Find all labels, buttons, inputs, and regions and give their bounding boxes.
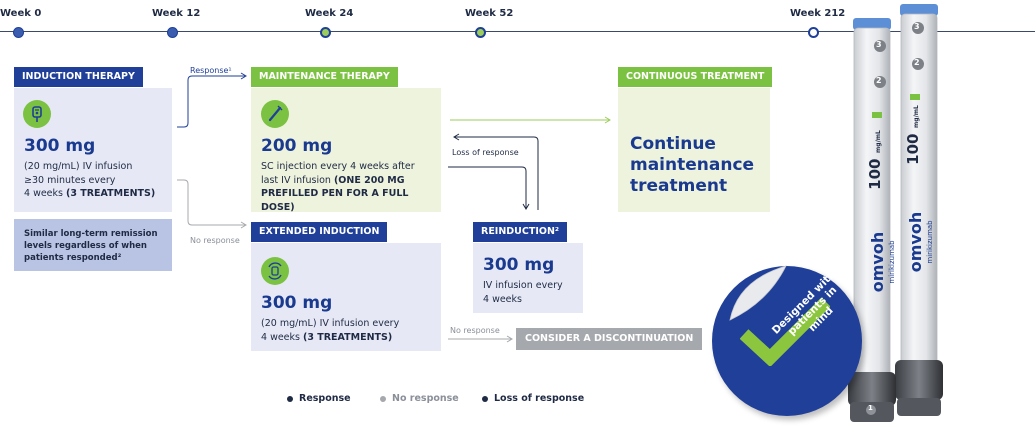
maintenance-dose: 200 mg <box>261 136 332 156</box>
induction-line-3-prefix: 4 weeks <box>24 188 66 199</box>
loss-of-response-label: Loss of response <box>452 148 519 157</box>
induction-description: (20 mg/mL) IV infusion ≥30 minutes every… <box>24 160 155 201</box>
timeline-node-212 <box>808 27 819 38</box>
extended-line-2: 4 weeks (3 TREATMENTS) <box>261 331 399 345</box>
remission-note-text: Similar long-term remission levels regar… <box>24 228 162 264</box>
response-label: Response¹ <box>190 66 232 75</box>
continuous-box: Continue maintenance treatment <box>618 88 770 212</box>
maintenance-line-3: PREFILLED PEN FOR A FULL DOSE) <box>261 187 441 214</box>
iv-bag-icon <box>23 100 51 128</box>
pen-number-1: 1 <box>868 404 873 412</box>
badge-peel-corner <box>720 262 790 322</box>
legend-response-dot <box>287 396 293 402</box>
induction-line-2: ≥30 minutes every <box>24 174 155 188</box>
legend-response: Response <box>287 393 351 404</box>
extended-line-2-prefix: 4 weeks <box>261 332 303 343</box>
pen-strength-back: 100 mg/mL <box>903 105 943 165</box>
extended-induction-header: EXTENDED INDUCTION <box>251 222 387 242</box>
maintenance-line-2: last IV infusion (ONE 200 MG <box>261 174 441 188</box>
pen-brand-front: omvoh mirikizumab <box>871 207 899 317</box>
pen-strength-front: 100 mg/mL <box>865 130 905 190</box>
week-label-12: Week 12 <box>152 8 200 19</box>
maintenance-line-3-bold: PREFILLED PEN FOR A FULL DOSE) <box>261 188 408 213</box>
continuous-text: Continue maintenance treatment <box>630 134 770 197</box>
maintenance-line-2-prefix: last IV infusion <box>261 175 334 186</box>
extended-line-1: (20 mg/mL) IV infusion every <box>261 317 399 331</box>
legend-response-label: Response <box>299 393 351 404</box>
discontinuation-arrow <box>448 334 518 344</box>
pen-number-2-back: 2 <box>914 58 920 67</box>
reinduction-header: REINDUCTION² <box>473 222 567 242</box>
pen-brand-name-back: omvoh <box>909 187 923 297</box>
induction-dose: 300 mg <box>24 136 95 156</box>
pen-generic-name-front: mirikizumab <box>885 207 899 317</box>
pen-number-2-front: 2 <box>876 76 882 85</box>
extended-treatments: (3 TREATMENTS) <box>303 332 392 343</box>
prefilled-pen-icon <box>261 100 289 128</box>
pen-brand-name-front: omvoh <box>871 207 885 317</box>
discontinuation-box: CONSIDER A DISCONTINUATION <box>516 328 702 350</box>
reinduction-line-2: 4 weeks <box>483 293 563 307</box>
loss-of-response-loop <box>448 130 548 215</box>
legend-loss-of-response: Loss of response <box>482 393 584 404</box>
continuous-arrow <box>450 115 615 125</box>
week-label-52: Week 52 <box>465 8 513 19</box>
iv-refresh-icon <box>261 257 289 285</box>
timeline-node-0 <box>13 27 24 38</box>
timeline-node-52 <box>475 27 486 38</box>
reinduction-dose: 300 mg <box>483 255 554 275</box>
week-label-0: Week 0 <box>0 8 41 19</box>
reinduction-box: 300 mg IV infusion every 4 weeks <box>473 243 583 313</box>
induction-box: 300 mg (20 mg/mL) IV infusion ≥30 minute… <box>14 88 172 212</box>
week-label-24: Week 24 <box>305 8 353 19</box>
pen-brand-back: omvoh mirikizumab <box>909 187 937 297</box>
induction-line-1: (20 mg/mL) IV infusion <box>24 160 155 174</box>
pen-generic-name-back: mirikizumab <box>923 187 937 297</box>
legend-no-response-dot <box>380 396 386 402</box>
maintenance-header: MAINTENANCE THERAPY <box>251 67 398 87</box>
maintenance-box: 200 mg SC injection every 4 weeks after … <box>251 88 441 212</box>
pen-strength-value-back: 100 <box>904 134 922 165</box>
extended-induction-description: (20 mg/mL) IV infusion every 4 weeks (3 … <box>261 317 399 344</box>
extended-induction-box: 300 mg (20 mg/mL) IV infusion every 4 we… <box>251 243 441 351</box>
legend-loss-label: Loss of response <box>494 393 584 404</box>
remission-note: Similar long-term remission levels regar… <box>14 219 172 271</box>
induction-treatments: (3 TREATMENTS) <box>66 188 155 199</box>
maintenance-description: SC injection every 4 weeks after last IV… <box>261 160 441 214</box>
no-response-label: No response <box>190 236 240 245</box>
legend-no-response: No response <box>380 393 459 404</box>
induction-line-3: 4 weeks (3 TREATMENTS) <box>24 187 155 201</box>
no-response-label-2: No response <box>450 326 500 335</box>
timeline-node-24 <box>320 27 331 38</box>
reinduction-description: IV infusion every 4 weeks <box>483 279 563 306</box>
continuous-header: CONTINUOUS TREATMENT <box>618 67 772 87</box>
pen-number-3-back: 3 <box>914 22 920 31</box>
pen-strength-unit-back: mg/mL <box>913 105 920 128</box>
timeline-node-12 <box>167 27 178 38</box>
pen-number-3-front: 3 <box>876 40 882 49</box>
induction-header: INDUCTION THERAPY <box>14 67 143 87</box>
maintenance-line-1: SC injection every 4 weeks after <box>261 160 441 174</box>
legend-loss-dot <box>482 396 488 402</box>
reinduction-line-1: IV infusion every <box>483 279 563 293</box>
pen-strength-unit-front: mg/mL <box>875 130 882 153</box>
pen-strength-value-front: 100 <box>866 159 884 190</box>
legend-no-response-label: No response <box>392 393 459 404</box>
extended-induction-dose: 300 mg <box>261 293 332 313</box>
flow-lines-left <box>175 60 255 240</box>
maintenance-line-2-bold: (ONE 200 MG <box>334 175 405 186</box>
